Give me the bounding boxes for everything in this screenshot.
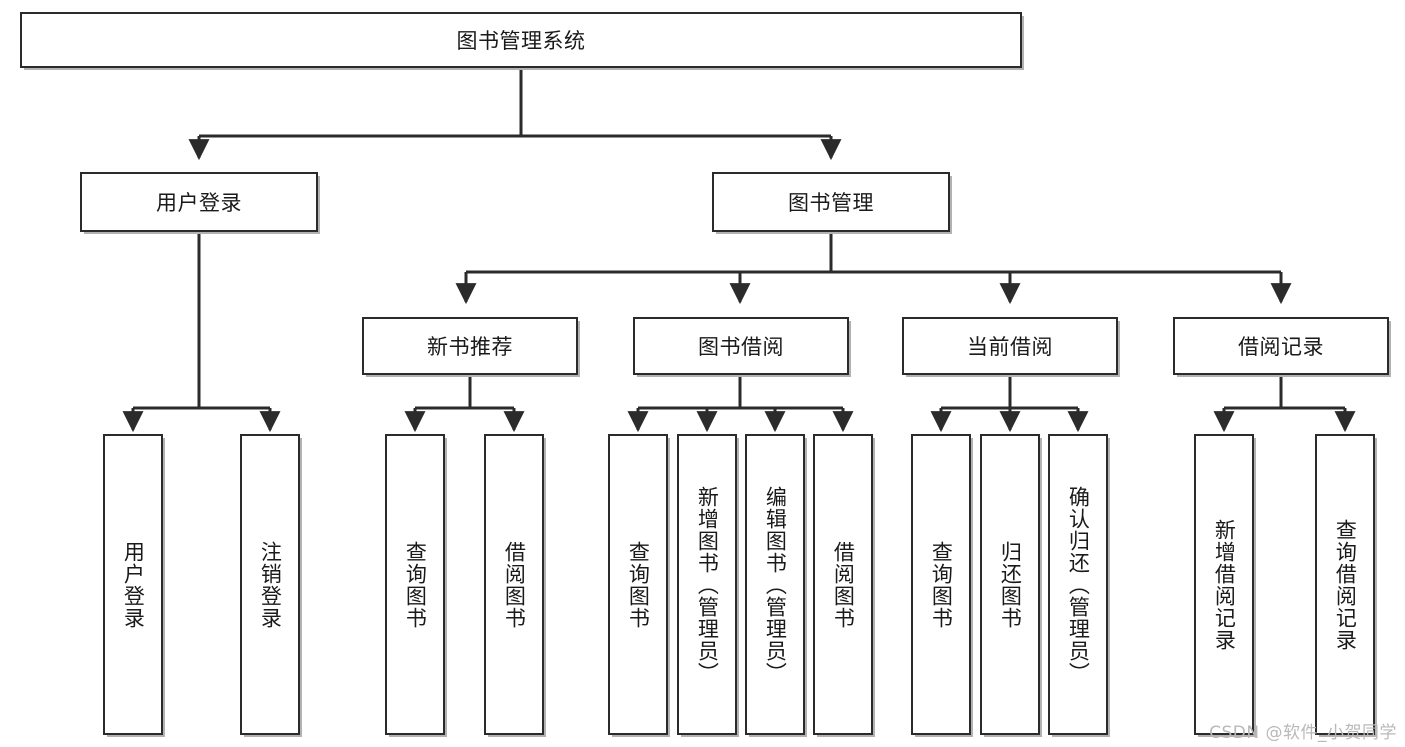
node-label: 图书借阅 (698, 335, 784, 359)
leaf-add-borrow-record[interactable]: 新增借阅记录 (1194, 434, 1254, 735)
node-current-borrow[interactable]: 当前借阅 (902, 317, 1118, 375)
leaf-query-borrow-record[interactable]: 查询借阅记录 (1315, 434, 1375, 735)
node-label: 借阅图书 (502, 540, 527, 629)
node-label: 借阅记录 (1238, 335, 1324, 359)
node-label: 当前借阅 (967, 335, 1053, 359)
leaf-query-book-borrow[interactable]: 查询图书 (608, 434, 668, 735)
node-user-login[interactable]: 用户登录 (80, 172, 318, 232)
leaf-borrow-book[interactable]: 借阅图书 (813, 434, 873, 735)
leaf-query-book-current[interactable]: 查询图书 (911, 434, 971, 735)
node-label: 查询借阅记录 (1333, 518, 1358, 651)
node-label: 查询图书 (626, 540, 651, 629)
node-label: 查询图书 (403, 540, 428, 629)
node-label: 查询图书 (929, 540, 954, 629)
node-book-borrow[interactable]: 图书借阅 (633, 317, 849, 375)
node-new-book-recommend[interactable]: 新书推荐 (362, 317, 578, 375)
node-label: 编辑图书（管理员） (763, 485, 788, 684)
node-label: 注销登录 (258, 540, 283, 629)
node-label: 归还图书 (998, 540, 1023, 629)
leaf-query-book-recommend[interactable]: 查询图书 (385, 434, 445, 735)
leaf-add-book-admin[interactable]: 新增图书（管理员） (677, 434, 737, 735)
node-label: 图书管理系统 (456, 29, 586, 53)
node-label: 用户登录 (156, 191, 242, 215)
leaf-return-book[interactable]: 归还图书 (980, 434, 1040, 735)
node-label: 确认归还（管理员） (1066, 485, 1091, 684)
node-label: 用户登录 (121, 540, 146, 629)
node-book-management[interactable]: 图书管理 (712, 172, 950, 232)
leaf-logout[interactable]: 注销登录 (240, 434, 300, 735)
leaf-user-login[interactable]: 用户登录 (103, 434, 163, 735)
node-label: 新增图书（管理员） (695, 485, 720, 684)
leaf-edit-book-admin[interactable]: 编辑图书（管理员） (745, 434, 805, 735)
node-label: 借阅图书 (831, 540, 856, 629)
node-label: 新书推荐 (427, 335, 513, 359)
leaf-confirm-return-admin[interactable]: 确认归还（管理员） (1048, 434, 1108, 735)
node-label: 图书管理 (788, 191, 874, 215)
node-label: 新增借阅记录 (1212, 518, 1237, 651)
node-root-book-management-system[interactable]: 图书管理系统 (20, 12, 1022, 68)
leaf-borrow-book-recommend[interactable]: 借阅图书 (484, 434, 544, 735)
node-borrow-record[interactable]: 借阅记录 (1173, 317, 1389, 375)
